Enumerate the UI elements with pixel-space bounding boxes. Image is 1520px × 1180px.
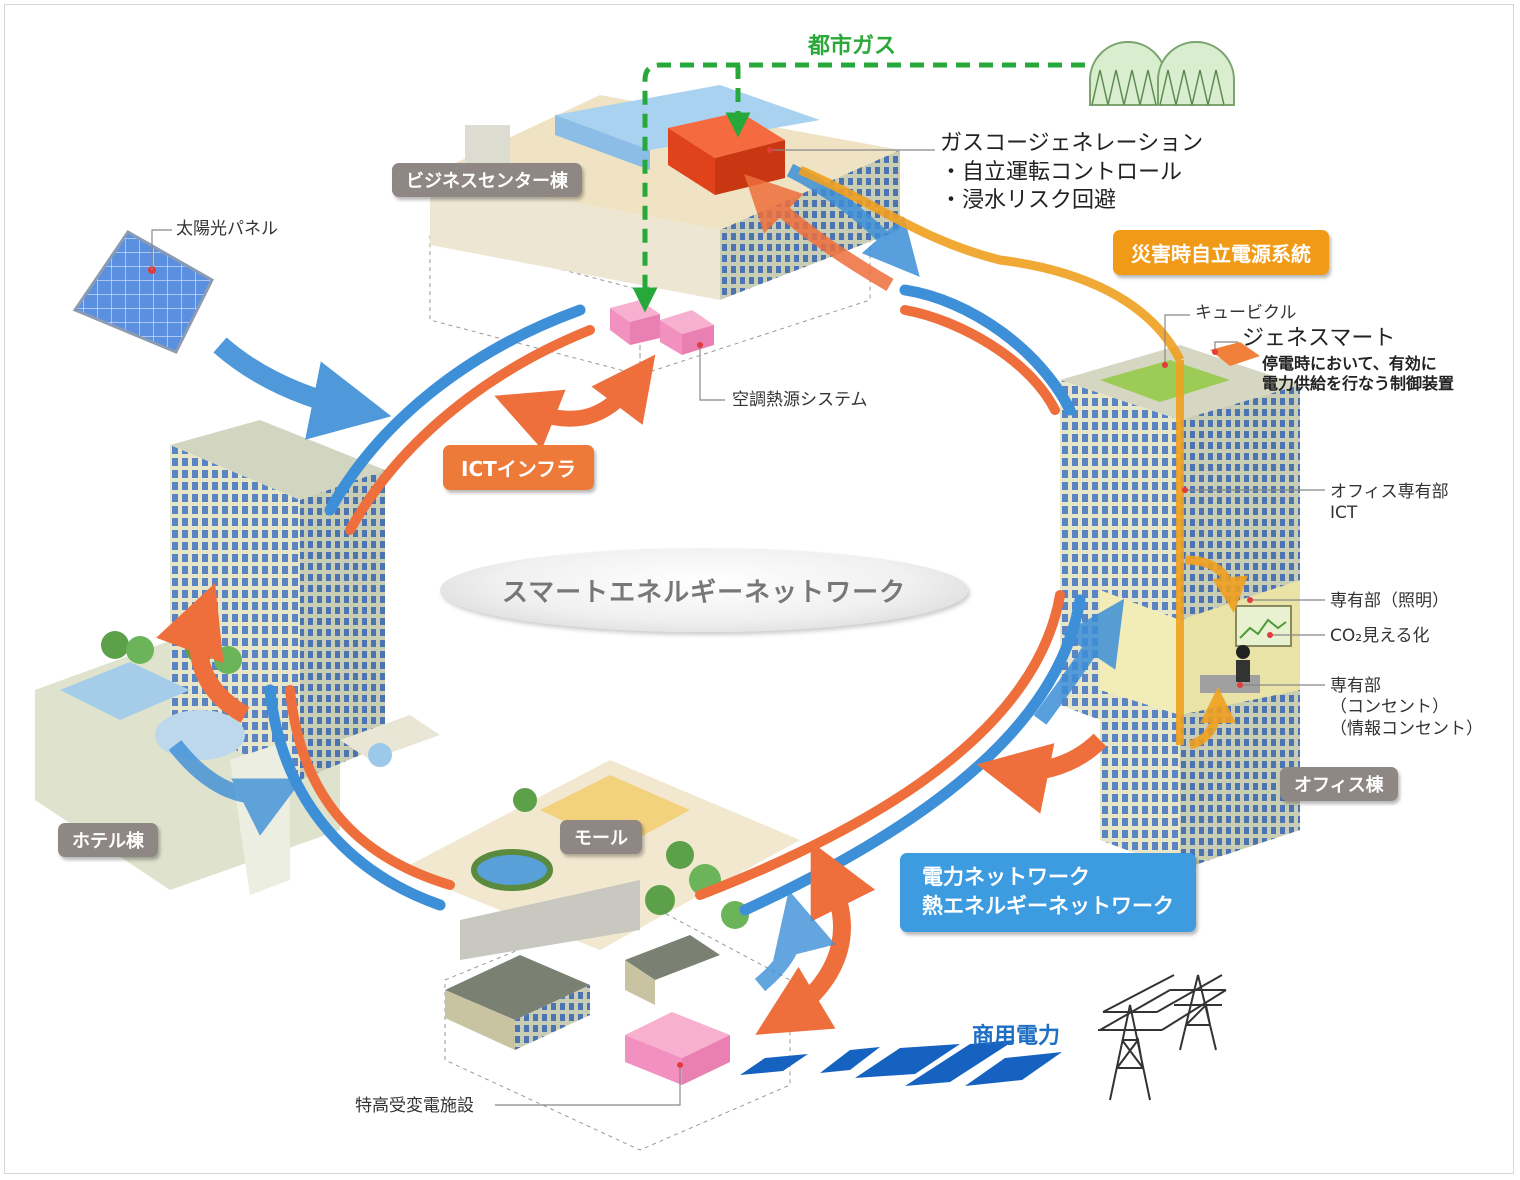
city-gas-label: 都市ガス [808, 34, 897, 59]
office-tag: オフィス棟 [1280, 767, 1398, 801]
commercial-power-line [740, 1040, 1062, 1086]
ict-infra-tag: ICTインフラ [443, 445, 595, 490]
private-outlet-line-1: 専有部 [1330, 676, 1381, 696]
center-title: スマートエネルギーネットワーク [501, 578, 907, 608]
cubicle-label: キュービクル [1195, 303, 1297, 323]
power-network-text: 電力ネットワーク [922, 865, 1090, 889]
gas-cogen-title: ガスコージェネレーション [940, 131, 1204, 156]
gas-cogen-point-1: ・自立運転コントロール [940, 159, 1183, 185]
private-outlet-line-3: （情報コンセント） [1330, 718, 1483, 739]
office-building [1060, 342, 1300, 870]
flow-arrows [156, 337, 1125, 1035]
office-ict-line-2: ICT [1330, 503, 1358, 524]
mall-tag: モール [560, 820, 642, 854]
gas-cogen-label: ガスコージェネレーション ・自立運転コントロール ・浸水リスク回避 [940, 130, 1203, 216]
leader-dots [677, 147, 1273, 1068]
hotel-tag: ホテル棟 [58, 823, 158, 857]
network-tag: 電力ネットワーク 熱エネルギーネットワーク [900, 853, 1196, 932]
office-ict-label: オフィス専有部 ICT [1330, 482, 1449, 525]
substation-label: 特高受変電施設 [355, 1096, 474, 1116]
genesmart-desc-line-2: 電力供給を行なう制御装置 [1262, 374, 1455, 393]
gas-holder-tanks [1089, 41, 1235, 106]
heat-network-text: 熱エネルギーネットワーク [922, 894, 1174, 919]
disaster-power-line [798, 165, 1249, 750]
private-outlet-line-2: （コンセント） [1330, 697, 1449, 718]
hvac-heat-source-label: 空調熱源システム [732, 390, 868, 410]
genesmart-desc: 停電時において、有効に 電力供給を行なう制御装置 [1262, 354, 1454, 394]
private-lighting-label: 専有部（照明） [1330, 591, 1449, 611]
leader-lines [151, 149, 1325, 1106]
disaster-power-tag: 災害時自立電源系統 [1113, 230, 1329, 275]
genesmart-title: ジェネスマート [1242, 326, 1396, 351]
transmission-towers [1098, 974, 1227, 1101]
office-ict-line-1: オフィス専有部 [1330, 482, 1449, 502]
solar-panel-label: 太陽光パネル [176, 219, 278, 239]
center-title-ellipse: スマートエネルギーネットワーク [440, 548, 968, 632]
private-outlet-label: 専有部 （コンセント） （情報コンセント） [1330, 676, 1483, 740]
business-center-building [429, 85, 900, 376]
solar-panel [72, 230, 214, 354]
co2-visual-label: CO₂見える化 [1330, 626, 1430, 646]
image-frame [4, 4, 1514, 1174]
genesmart-desc-line-1: 停電時において、有効に [1262, 354, 1437, 373]
commercial-power-label: 商用電力 [972, 1024, 1061, 1049]
business-center-tag: ビジネスセンター棟 [392, 163, 582, 197]
mall-building [400, 760, 800, 1151]
city-gas-line [632, 62, 1085, 313]
gas-cogen-point-2: ・浸水リスク回避 [940, 188, 1117, 214]
